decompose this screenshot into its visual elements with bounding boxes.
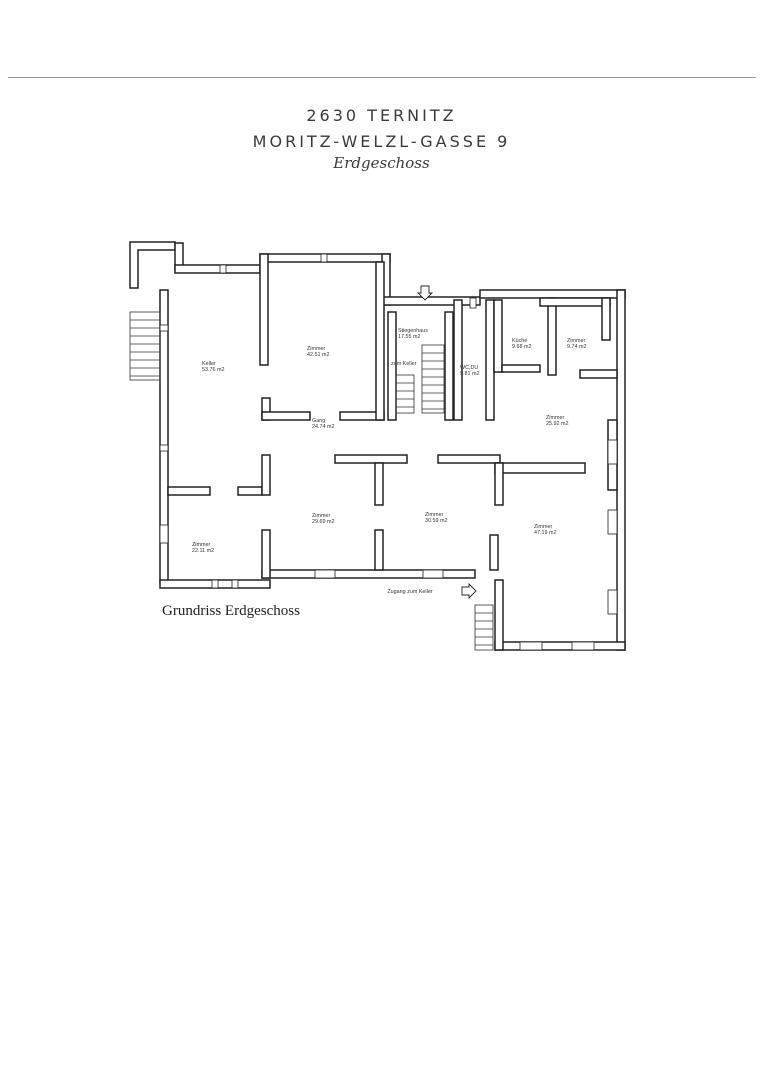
room-area: 42.51 m2 bbox=[307, 352, 329, 358]
room-area: 9.68 m2 bbox=[512, 344, 531, 350]
room-name: Zimmer bbox=[307, 346, 325, 352]
street-title: MORITZ-WELZL-GASSE 9 bbox=[252, 132, 511, 151]
room-area: 24.74 m2 bbox=[312, 424, 334, 430]
room-name: Zimmer bbox=[425, 512, 443, 518]
entrance-arrow-icon bbox=[416, 285, 434, 301]
room-area: 47.19 m2 bbox=[534, 530, 556, 536]
walls bbox=[129, 241, 626, 651]
cellar-access-arrow-icon bbox=[461, 582, 477, 600]
room-name: Zimmer bbox=[546, 415, 564, 421]
top-divider bbox=[8, 77, 756, 78]
address-title: 2630 TERNITZ bbox=[306, 106, 457, 125]
room-area: 22.11 m2 bbox=[192, 548, 214, 554]
room-area: 30.59 m2 bbox=[425, 518, 447, 524]
cellar-access-label: Zugang zum Keller bbox=[387, 589, 432, 595]
windows bbox=[159, 253, 618, 651]
room-area: 17.55 m2 bbox=[398, 334, 420, 340]
room-name: Keller bbox=[202, 361, 216, 367]
room-name: Gang bbox=[312, 418, 325, 424]
floor-subtitle: Erdgeschoss bbox=[333, 154, 430, 172]
staircase-west bbox=[129, 311, 161, 381]
plan-caption: Grundriss Erdgeschoss bbox=[162, 603, 300, 619]
room-name: zum Keller bbox=[391, 361, 417, 367]
room-name: Zimmer bbox=[312, 513, 330, 519]
room-area: 9.74 m2 bbox=[567, 344, 586, 350]
staircase-cellar bbox=[474, 604, 494, 651]
room-name: Küche bbox=[512, 338, 527, 344]
room-area: 53.76 m2 bbox=[202, 367, 224, 373]
staircase-main bbox=[395, 344, 445, 414]
room-name: WC,DU bbox=[460, 365, 478, 371]
room-name: Zimmer bbox=[567, 338, 585, 344]
room-name: Zimmer bbox=[192, 542, 210, 548]
room-name: Zimmer bbox=[534, 524, 552, 530]
room-area: 29.69 m2 bbox=[312, 519, 334, 525]
room-area: 9.81 m2 bbox=[460, 371, 479, 377]
room-name: Stiegenhaus bbox=[398, 328, 428, 334]
room-area: 25.92 m2 bbox=[546, 421, 568, 427]
